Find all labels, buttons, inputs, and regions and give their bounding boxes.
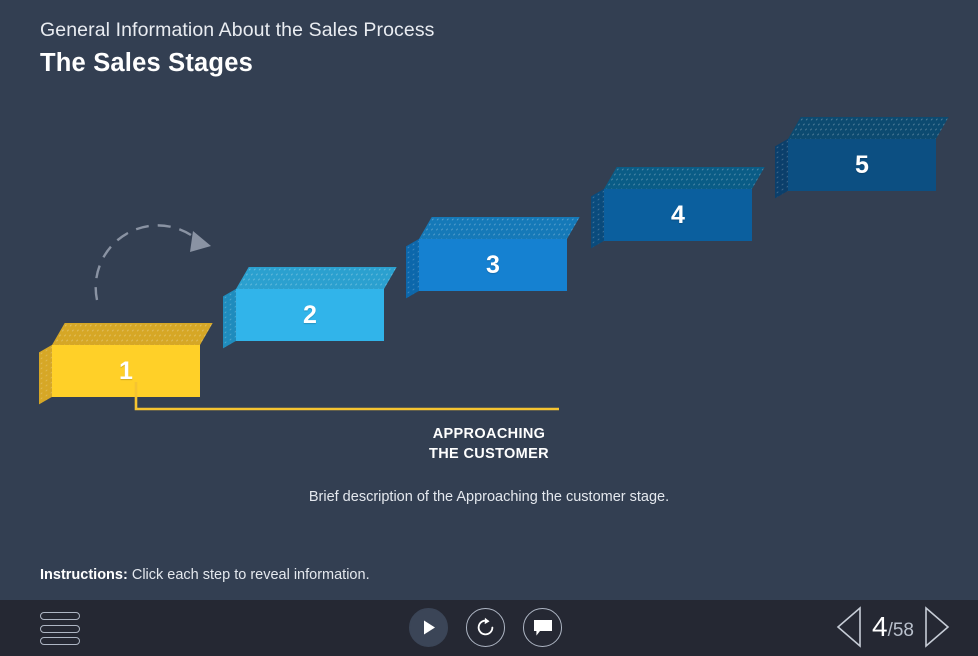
instructions-line: Instructions: Click each step to reveal … (40, 567, 370, 583)
stage-block-side-face (39, 345, 52, 405)
callout-title: APPROACHING THE CUSTOMER (289, 425, 689, 464)
hamburger-menu-icon[interactable] (40, 612, 80, 645)
stage-block-4[interactable]: 4 (591, 167, 765, 249)
page-header: General Information About the Sales Proc… (40, 18, 740, 81)
playback-controls (409, 608, 562, 647)
curved-arrow-icon (94, 224, 211, 301)
stage-block-side-face (223, 289, 236, 349)
stage-block-number: 2 (303, 300, 317, 329)
replay-button[interactable] (466, 608, 505, 647)
play-button[interactable] (409, 608, 448, 647)
callout-description: Brief description of the Approaching the… (308, 489, 670, 506)
stage-block-5[interactable]: 5 (775, 117, 949, 199)
stage-block-number: 5 (855, 150, 869, 179)
stage-block-number: 3 (486, 250, 500, 279)
stage-block-front-face (236, 289, 384, 341)
menu-bar-3 (40, 637, 80, 645)
replay-icon (477, 617, 494, 636)
stage-block-1[interactable]: 1 (39, 323, 213, 405)
current-page-number: 4 (872, 611, 888, 642)
slide-eyebrow: General Information About the Sales Proc… (40, 19, 435, 41)
stage-block-front-face (604, 189, 752, 241)
stage-block-number: 4 (671, 200, 685, 229)
stage-block-top-face (419, 217, 580, 239)
stage-block-side-face (775, 139, 788, 199)
stage-block-front-face (419, 239, 567, 291)
instructions-text: Click each step to reveal information. (131, 567, 370, 583)
stage-callout: APPROACHING THE CUSTOMER Brief descripti… (289, 425, 689, 508)
callout-title-line-1: APPROACHING (432, 426, 546, 442)
next-arrow-icon[interactable] (924, 606, 950, 648)
menu-bar-1 (40, 612, 80, 620)
stage-block-side-face (406, 239, 419, 299)
stage-block-front-face (52, 345, 200, 397)
stage-block-top-face (788, 117, 949, 139)
page-indicator: 4 /58 (872, 611, 914, 643)
total-pages-number: /58 (887, 620, 914, 641)
stage-block-top-face (604, 167, 765, 189)
play-icon (423, 620, 435, 635)
notes-button[interactable] (523, 608, 562, 647)
callout-connector-line (134, 382, 559, 411)
page-title: The Sales Stages (40, 49, 253, 78)
stage-block-front-face (788, 139, 936, 191)
stage-block-side-face (591, 189, 604, 249)
pagination-controls: 4 /58 (836, 606, 950, 648)
instructions-label: Instructions: (40, 567, 128, 583)
stage-block-3[interactable]: 3 (406, 217, 580, 299)
speech-bubble-icon (533, 619, 552, 636)
stage-block-top-face (52, 323, 213, 345)
stage-block-top-face (236, 267, 397, 289)
stage-block-number: 1 (119, 356, 133, 385)
player-toolbar: 4 /58 (0, 600, 978, 656)
prev-arrow-icon[interactable] (836, 606, 862, 648)
callout-title-line-2: THE CUSTOMER (429, 445, 549, 462)
stage-block-2[interactable]: 2 (223, 267, 397, 349)
menu-bar-2 (40, 624, 80, 633)
